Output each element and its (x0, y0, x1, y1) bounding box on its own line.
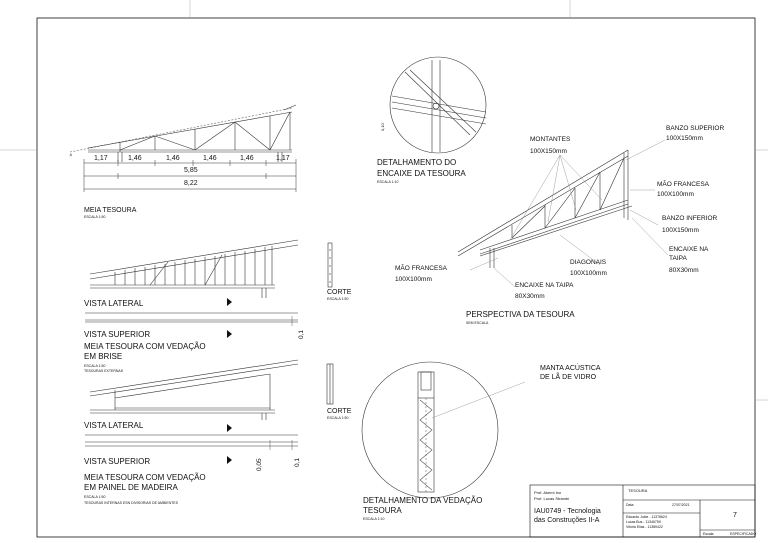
label-banzo-superior-size: 100X150mm (666, 135, 703, 142)
tb-course-2: das Construções II-A (534, 517, 600, 524)
tb-student-1: Eduardo Jukie - 11378624 (626, 515, 667, 519)
madeira-corte: CORTE (327, 408, 352, 415)
brise-title-2: EM BRISE (84, 352, 123, 361)
label-mao-francesa-right-size: 100X100mm (657, 191, 694, 198)
detail-joint-title-1: DETALHAMENTO DO (377, 158, 457, 167)
brise-title-1: MEIA TESOURA COM VEDAÇÃO (84, 342, 206, 351)
detail-joint-title-2: ENCAIXE DA TESOURA (377, 169, 466, 178)
label-encaixe-right-2: TAIPA (669, 255, 687, 262)
madeira-dim-a: 0,05 (256, 458, 263, 471)
seal-title-1: DETALHAMENTO DA VEDAÇÃO (363, 496, 483, 505)
tb-date: 27/07/2021 (672, 503, 690, 507)
brise-corte-drawing (327, 242, 333, 288)
half-truss-scale: ESCALA 1:50 (84, 215, 106, 219)
brise-dim: 0,1 (298, 329, 305, 339)
madeira-scale: ESCALA 1:50 (84, 495, 106, 499)
perspective-leaders (469, 139, 669, 288)
dim-segment-4: 1,46 (203, 155, 217, 162)
perspective-drawing (457, 149, 633, 268)
detail-joint-dim: 0,10 (380, 123, 385, 131)
madeira-corte-scale: ESCALA 1:50 (327, 416, 349, 420)
label-encaixe-mid: ENCAIXE NA TAIPA (515, 282, 574, 289)
label-diagonais: DIAGONAIS (570, 259, 607, 266)
sheet-frame (36, 17, 756, 538)
seal-title-2: TESOURA (363, 506, 402, 515)
detail-seal-drawing (361, 361, 526, 499)
dim-segment-1: 1,17 (94, 155, 108, 162)
madeira-dim-b: 0,1 (294, 457, 301, 467)
dim-segment-3: 1,46 (166, 155, 180, 162)
brise-lateral-arrow (227, 298, 232, 306)
brise-vista-superior: VISTA SUPERIOR (84, 330, 151, 339)
label-mao-francesa-left: MÃO FRANCESA (395, 265, 448, 272)
madeira-lateral-arrow (227, 424, 232, 432)
detail-joint-drawing (389, 56, 487, 154)
dim-middle: 5,85 (184, 167, 198, 174)
madeira-vista-lateral: VISTA LATERAL (84, 421, 144, 430)
tb-escala-label: Escala (703, 532, 714, 536)
label-encaixe-right-1: ENCAIXE NA (669, 246, 709, 253)
label-banzo-inferior-size: 100X150mm (662, 227, 699, 234)
madeira-title-1: MEIA TESOURA COM VEDAÇÃO (84, 473, 206, 482)
brise-corte: CORTE (327, 289, 352, 296)
dim-segment-5: 1,46 (240, 155, 254, 162)
brise-scale: ESCALA 1:50 (84, 364, 106, 368)
half-truss-title: MEIA TESOURA (84, 207, 137, 214)
label-diagonais-size: 100X100mm (570, 270, 607, 277)
tb-escala-value: ESPECIFICADO (730, 532, 757, 536)
seal-scale: ESCALA 1:10 (363, 517, 385, 521)
label-banzo-inferior: BANZO INFERIOR (662, 215, 718, 222)
label-encaixe-mid-size: 80X30mm (515, 293, 545, 300)
seal-label-2: DE LÃ DE VIDRO (540, 374, 597, 381)
seal-label-1: MANTA ACÚSTICA (540, 365, 601, 372)
tb-prof-1: Prof. Akemi Ino (534, 490, 562, 495)
tb-student-2: Lucas Bus - 11346759 (626, 520, 661, 524)
dim-total: 8,22 (184, 180, 198, 187)
perspective-title: PERSPECTIVA DA TESOURA (466, 310, 575, 319)
madeira-lateral-drawing (89, 359, 299, 420)
perspective-scale: SEM ESCALA (466, 321, 489, 325)
dim-left-small: ,6 (69, 153, 72, 157)
label-banzo-superior: BANZO SUPERIOR (666, 125, 725, 132)
brise-superior-arrow (227, 330, 232, 338)
dim-segment-6: 1,17 (276, 155, 290, 162)
dim-segment-2: 1,46 (128, 155, 142, 162)
tb-sheet-number: 7 (733, 512, 737, 519)
label-montantes-size: 100X150mm (530, 148, 567, 155)
madeira-superior-arrow (227, 456, 232, 464)
dimension-lines (83, 159, 297, 192)
tb-course-1: IAU0749 - Tecnologia (534, 508, 601, 515)
brise-lateral-drawing (89, 239, 299, 298)
madeira-vista-superior: VISTA SUPERIOR (84, 457, 151, 466)
brise-corte-scale: ESCALA 1:50 (327, 297, 349, 301)
madeira-note: TESOURAS INTERNAS ESN DIVISORIAS DE AMBI… (84, 501, 178, 505)
madeira-title-2: EM PAINEL DE MADEIRA (84, 483, 178, 492)
brise-vista-lateral: VISTA LATERAL (84, 299, 144, 308)
tb-date-label: Data (626, 503, 634, 507)
label-mao-francesa-left-size: 100X100mm (395, 276, 432, 283)
detail-joint-scale: ESCALA 1:10 (377, 180, 399, 184)
half-truss-drawing (69, 104, 297, 162)
tb-prof-2: Prof. Lucas Strambi (534, 496, 570, 501)
title-block-frame (529, 484, 756, 538)
label-montantes: MONTANTES (530, 136, 571, 143)
tb-student-3: Vitória Elias - 11389422 (626, 525, 663, 529)
label-mao-francesa-right: MÃO FRANCESA (657, 181, 710, 188)
tb-sheet-title: TESOURA (628, 488, 648, 493)
madeira-corte-drawing (326, 363, 334, 405)
label-encaixe-right-size: 80X30mm (669, 267, 699, 274)
brise-note: TESOURAS EXTERNAS (84, 369, 124, 373)
